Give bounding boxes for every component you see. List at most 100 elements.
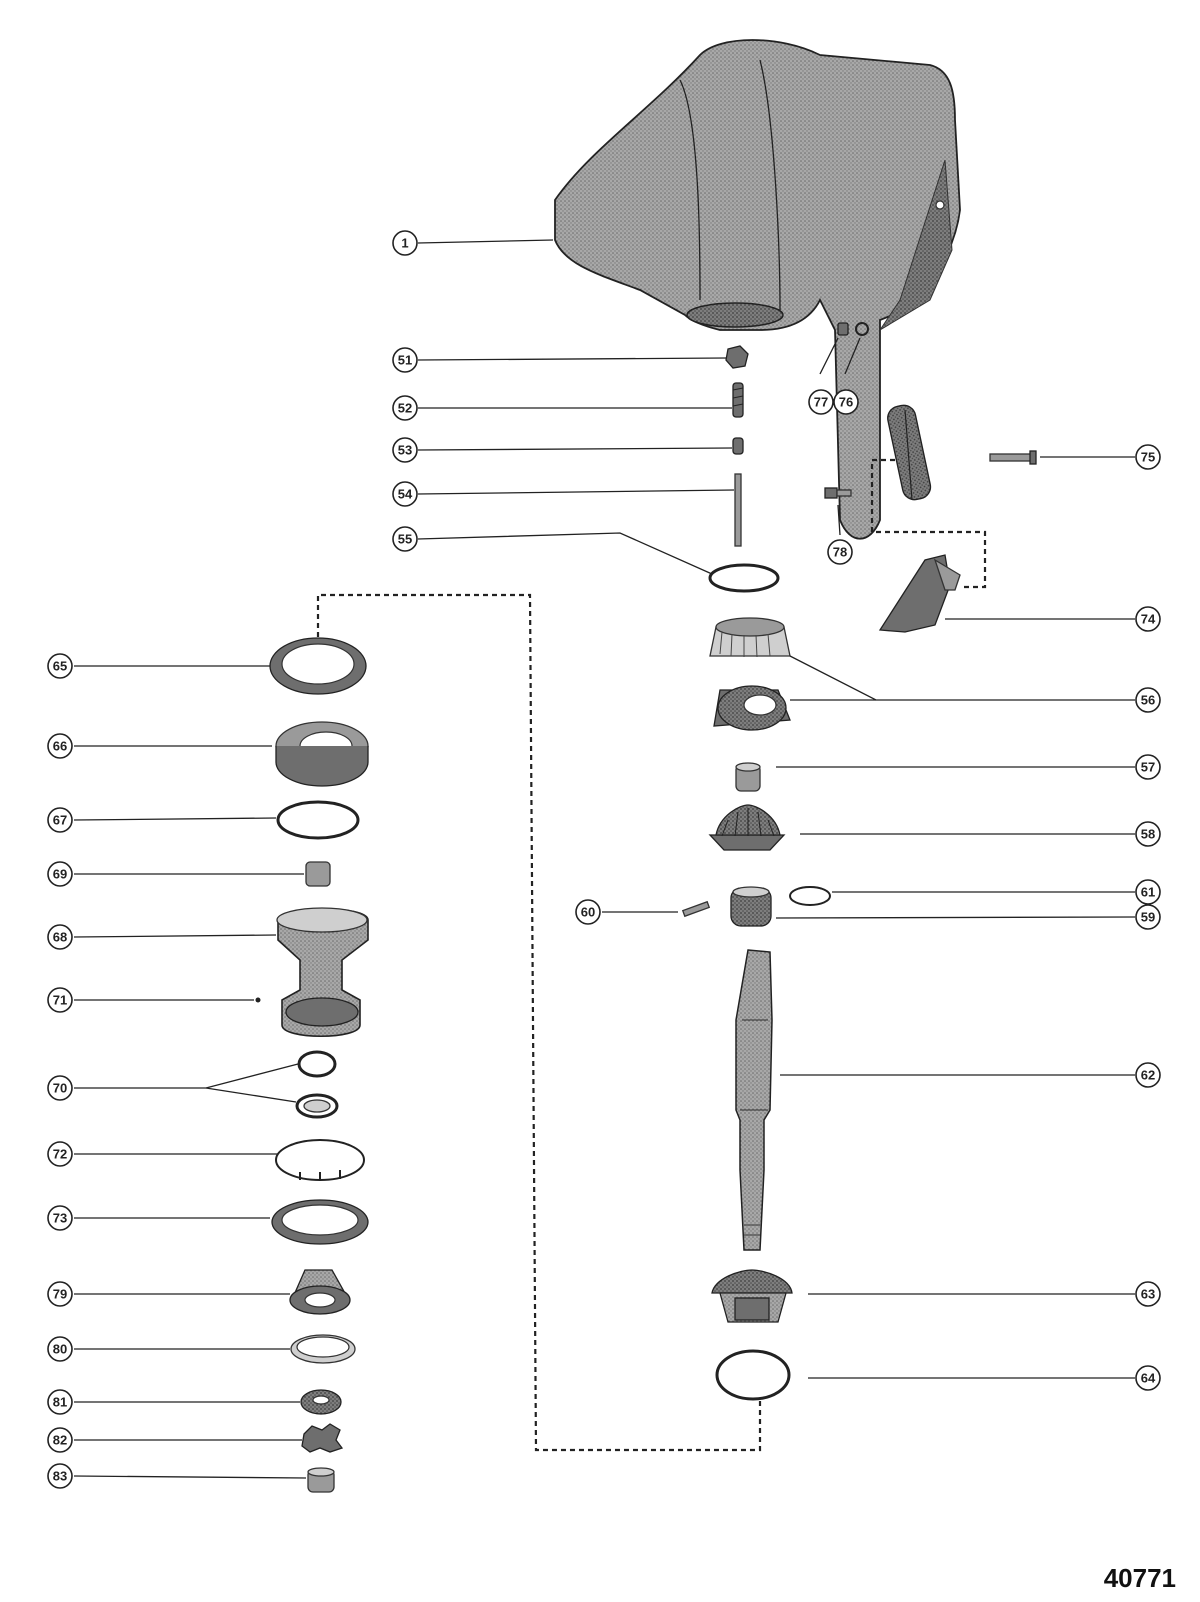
svg-text:81: 81: [53, 1395, 67, 1410]
svg-text:64: 64: [1141, 1371, 1156, 1386]
svg-text:1: 1: [401, 236, 408, 251]
svg-text:55: 55: [398, 532, 412, 547]
svg-text:80: 80: [53, 1342, 67, 1357]
svg-text:52: 52: [398, 401, 412, 416]
assembly-dashed-line-left: [316, 593, 762, 1452]
callout-56: 56: [1135, 687, 1161, 713]
part-54-pin: [734, 473, 742, 547]
part-65-oil-seal: [269, 637, 367, 695]
part-58-pinion-gear: [708, 804, 786, 851]
part-78-screw: [824, 487, 852, 499]
svg-text:79: 79: [53, 1287, 67, 1302]
svg-text:51: 51: [398, 353, 412, 368]
svg-text:69: 69: [53, 867, 67, 882]
callout-82: 82: [47, 1427, 73, 1453]
callout-65: 65: [47, 653, 73, 679]
part-57-needle-bearing: [735, 762, 761, 792]
gear-housing-part: [554, 39, 961, 540]
part-51-nut: [725, 345, 749, 369]
part-56-bearing-cone: [713, 685, 791, 731]
callout-1: 1: [392, 230, 418, 256]
svg-text:72: 72: [53, 1147, 67, 1162]
svg-text:67: 67: [53, 813, 67, 828]
callout-62: 62: [1135, 1062, 1161, 1088]
part-80-bearing-cup: [290, 1334, 356, 1364]
part-66-ball-bearing: [275, 721, 369, 787]
part-77-bushing: [837, 322, 849, 336]
callout-81: 81: [47, 1389, 73, 1415]
svg-text:66: 66: [53, 739, 67, 754]
part-69-needle-bearing: [305, 861, 331, 887]
part-61-o-ring: [789, 886, 831, 906]
svg-text:75: 75: [1141, 450, 1155, 465]
callout-64: 64: [1135, 1365, 1161, 1391]
part-82-tab-washer: [301, 1423, 344, 1453]
part-70-seal-lower: [295, 1093, 339, 1119]
diagram-number: 40771: [1103, 1563, 1176, 1593]
callout-80: 80: [47, 1336, 73, 1362]
callout-58: 58: [1135, 821, 1161, 847]
callout-53: 53: [392, 437, 418, 463]
svg-text:70: 70: [53, 1081, 67, 1096]
callout-83: 83: [47, 1463, 73, 1489]
callout-60: 60: [575, 899, 601, 925]
part-63-forward-gear: [711, 1269, 793, 1323]
svg-text:74: 74: [1141, 612, 1156, 627]
part-71-pin: [255, 997, 261, 1003]
part-60-pin: [681, 900, 711, 918]
callout-66: 66: [47, 733, 73, 759]
part-72-snap-ring: [275, 1139, 365, 1181]
callout-59: 59: [1135, 904, 1161, 930]
part-64-shim: [715, 1349, 791, 1401]
callout-73: 73: [47, 1205, 73, 1231]
callout-68: 68: [47, 924, 73, 950]
assembly-dashed-line-trim-tab: [870, 458, 987, 589]
callout-51: 51: [392, 347, 418, 373]
callout-61: 61: [1135, 879, 1161, 905]
callout-52: 52: [392, 395, 418, 421]
svg-text:56: 56: [1141, 693, 1155, 708]
callout-77: 77: [808, 389, 834, 415]
svg-text:71: 71: [53, 993, 67, 1008]
svg-text:62: 62: [1141, 1068, 1155, 1083]
part-74-trim-tab: [878, 554, 961, 633]
svg-text:57: 57: [1141, 760, 1155, 775]
svg-text:53: 53: [398, 443, 412, 458]
callout-76: 76: [833, 389, 859, 415]
part-75-bolt: [989, 450, 1037, 465]
part-52-stud: [732, 382, 744, 418]
svg-text:63: 63: [1141, 1287, 1155, 1302]
part-59-sleeve: [730, 886, 772, 927]
callout-69: 69: [47, 861, 73, 887]
callout-63: 63: [1135, 1281, 1161, 1307]
svg-text:61: 61: [1141, 885, 1155, 900]
callout-70: 70: [47, 1075, 73, 1101]
callout-74: 74: [1135, 606, 1161, 632]
callout-75: 75: [1135, 444, 1161, 470]
part-76-washer: [855, 322, 869, 336]
part-70-seal-upper: [297, 1050, 337, 1078]
callout-54: 54: [392, 481, 418, 507]
svg-text:76: 76: [839, 395, 853, 410]
part-81-gear: [300, 1389, 342, 1415]
svg-text:78: 78: [833, 545, 847, 560]
callout-78: 78: [827, 539, 853, 565]
svg-text:77: 77: [814, 395, 828, 410]
svg-text:68: 68: [53, 930, 67, 945]
svg-text:82: 82: [53, 1433, 67, 1448]
svg-text:73: 73: [53, 1211, 67, 1226]
svg-text:59: 59: [1141, 910, 1155, 925]
part-53-nut: [732, 437, 744, 455]
part-68-bearing-carrier: [276, 907, 369, 1037]
callout-57: 57: [1135, 754, 1161, 780]
svg-text:58: 58: [1141, 827, 1155, 842]
svg-text:83: 83: [53, 1469, 67, 1484]
leader-lines: [73, 239, 1136, 1479]
part-62-drive-shaft: [735, 949, 773, 1251]
part-55-o-ring: [708, 563, 780, 593]
svg-text:60: 60: [581, 905, 595, 920]
part-67-o-ring: [276, 800, 360, 840]
callout-55: 55: [392, 526, 418, 552]
part-79-bearing-cone: [289, 1269, 351, 1315]
